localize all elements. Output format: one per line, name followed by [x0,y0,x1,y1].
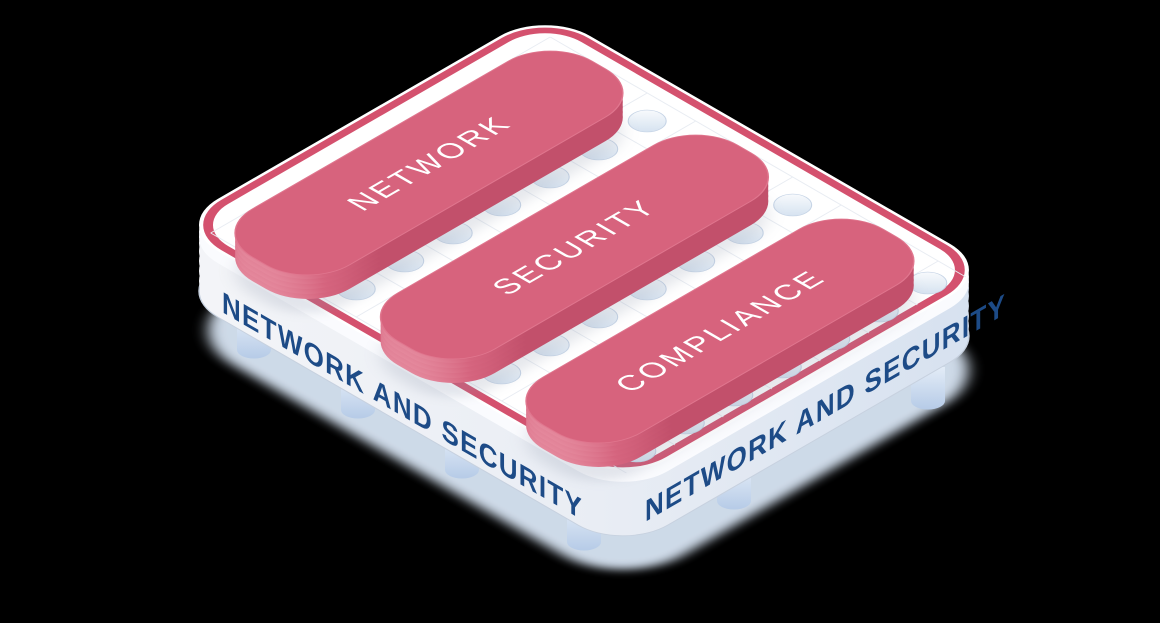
isometric-board-illustration: NETWORK SECURITY COMPLIANC [171,10,1007,570]
